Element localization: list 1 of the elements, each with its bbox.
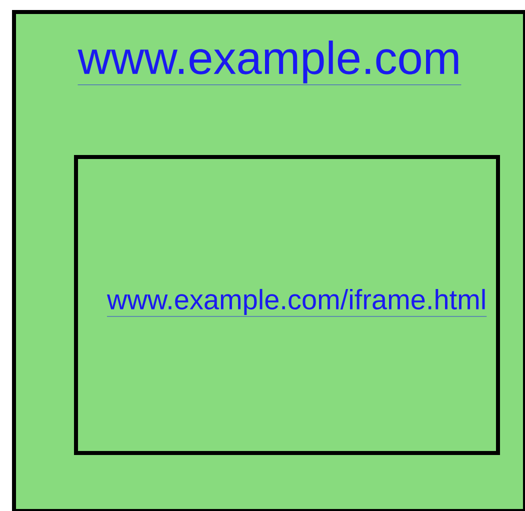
iframe-box: www.example.com/iframe.html [74,155,500,455]
